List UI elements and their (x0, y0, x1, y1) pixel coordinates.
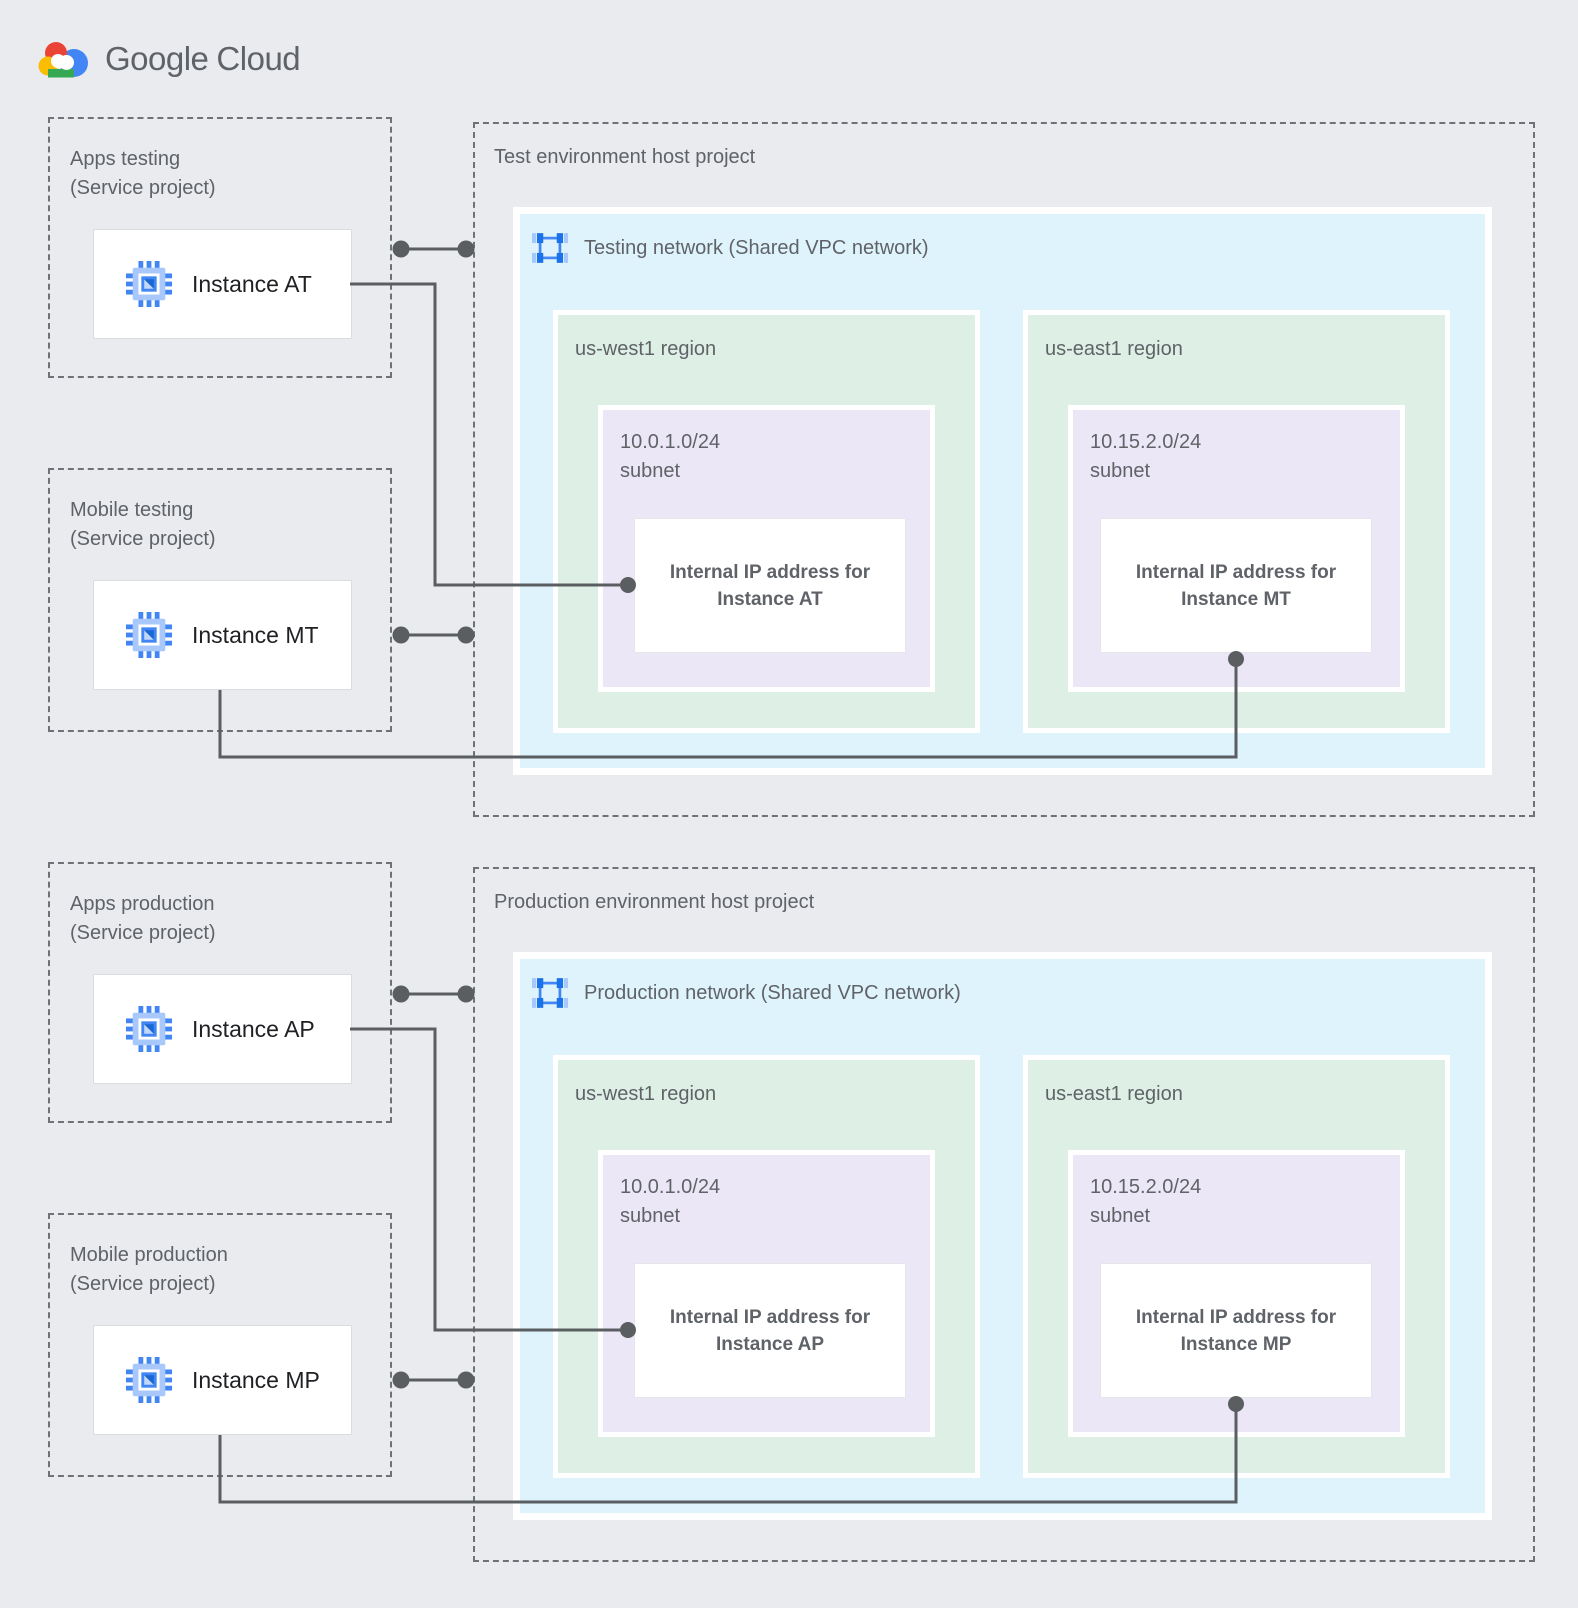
service-project-box-apps-testing: Apps testing (Service project) (48, 117, 392, 378)
region-label: us-west1 region (575, 338, 717, 360)
service-project-box-apps-production: Apps production (Service project) (48, 862, 392, 1123)
instance-label: Instance MP (192, 1366, 320, 1393)
vpc-network-icon (531, 975, 569, 1011)
service-project-title-line1: Mobile testing (70, 499, 194, 521)
subnet-label: 10.15.2.0/24 subnet (1090, 1173, 1201, 1231)
subnet-cidr: 10.15.2.0/24 (1090, 1176, 1202, 1198)
subnet-word: subnet (620, 460, 681, 482)
service-project-title-line2: (Service project) (70, 177, 216, 199)
instance-card-ap: Instance AP (93, 974, 352, 1084)
region-label: us-west1 region (575, 1083, 717, 1105)
instance-label: Instance MT (192, 621, 319, 648)
internal-ip-line2: Instance AT (717, 588, 823, 610)
test-environment-section: Apps testing (Service project) (48, 117, 1535, 817)
subnet-label: 10.0.1.0/24 subnet (620, 1173, 720, 1231)
instance-card-mt: Instance MT (93, 580, 352, 690)
internal-ip-line1: Internal IP address for (1135, 1306, 1337, 1328)
service-project-box-mobile-production: Mobile production (Service project) (48, 1213, 392, 1477)
service-project-title-line2: (Service project) (70, 922, 216, 944)
subnet-word: subnet (1090, 460, 1151, 482)
service-project-box-mobile-testing: Mobile testing (Service project) (48, 468, 392, 732)
internal-ip-box-ap: Internal IP address for Instance AP (634, 1263, 906, 1398)
host-project-title: Test environment host project (494, 146, 756, 168)
internal-ip-text: Internal IP address for Instance MT (1136, 559, 1336, 613)
service-project-title-line1: Apps testing (70, 148, 181, 170)
host-project-title: Production environment host project (494, 891, 815, 913)
internal-ip-line2: Instance MT (1181, 588, 1291, 610)
internal-ip-box-mt: Internal IP address for Instance MT (1100, 518, 1372, 653)
instance-label: Instance AP (192, 1015, 315, 1042)
service-project-title: Apps testing (Service project) (70, 145, 216, 203)
subnet-cidr: 10.0.1.0/24 (620, 431, 721, 453)
subnet-label: 10.15.2.0/24 subnet (1090, 428, 1201, 486)
instance-card-at: Instance AT (93, 229, 352, 339)
region-label: us-east1 region (1045, 1083, 1183, 1105)
internal-ip-text: Internal IP address for Instance MP (1136, 1304, 1336, 1358)
compute-engine-icon (126, 261, 172, 307)
internal-ip-box-mp: Internal IP address for Instance MP (1100, 1263, 1372, 1398)
internal-ip-box-at: Internal IP address for Instance AT (634, 518, 906, 653)
instance-card-mp: Instance MP (93, 1325, 352, 1435)
service-project-title: Apps production (Service project) (70, 890, 216, 948)
service-project-title-line1: Apps production (70, 893, 215, 915)
logo-word-google: Google (105, 40, 209, 77)
service-project-title-line1: Mobile production (70, 1244, 228, 1266)
subnet-label: 10.0.1.0/24 subnet (620, 428, 720, 486)
subnet-word: subnet (620, 1205, 681, 1227)
google-cloud-mark-icon (38, 42, 88, 78)
internal-ip-line1: Internal IP address for (1135, 561, 1337, 583)
internal-ip-line2: Instance AP (715, 1333, 825, 1355)
compute-engine-icon (126, 1006, 172, 1052)
internal-ip-line1: Internal IP address for (669, 561, 871, 583)
vpc-network-icon (531, 230, 569, 266)
production-environment-section: Apps production (Service project) (0, 745, 1578, 1565)
service-project-title: Mobile testing (Service project) (70, 496, 216, 554)
internal-ip-text: Internal IP address for Instance AT (670, 559, 870, 613)
region-label: us-east1 region (1045, 338, 1183, 360)
service-project-title: Mobile production (Service project) (70, 1241, 228, 1299)
compute-engine-icon (126, 612, 172, 658)
logo-word-cloud: Cloud (216, 40, 301, 77)
network-label: Production network (Shared VPC network) (584, 982, 961, 1004)
subnet-word: subnet (1090, 1205, 1151, 1227)
internal-ip-line1: Internal IP address for (669, 1306, 871, 1328)
instance-label: Instance AT (192, 270, 312, 297)
service-project-title-line2: (Service project) (70, 528, 216, 550)
subnet-cidr: 10.0.1.0/24 (620, 1176, 721, 1198)
internal-ip-text: Internal IP address for Instance AP (670, 1304, 870, 1358)
network-label: Testing network (Shared VPC network) (584, 237, 929, 259)
subnet-cidr: 10.15.2.0/24 (1090, 431, 1202, 453)
compute-engine-icon (126, 1357, 172, 1403)
internal-ip-line2: Instance MP (1180, 1333, 1292, 1355)
service-project-title-line2: (Service project) (70, 1273, 216, 1295)
